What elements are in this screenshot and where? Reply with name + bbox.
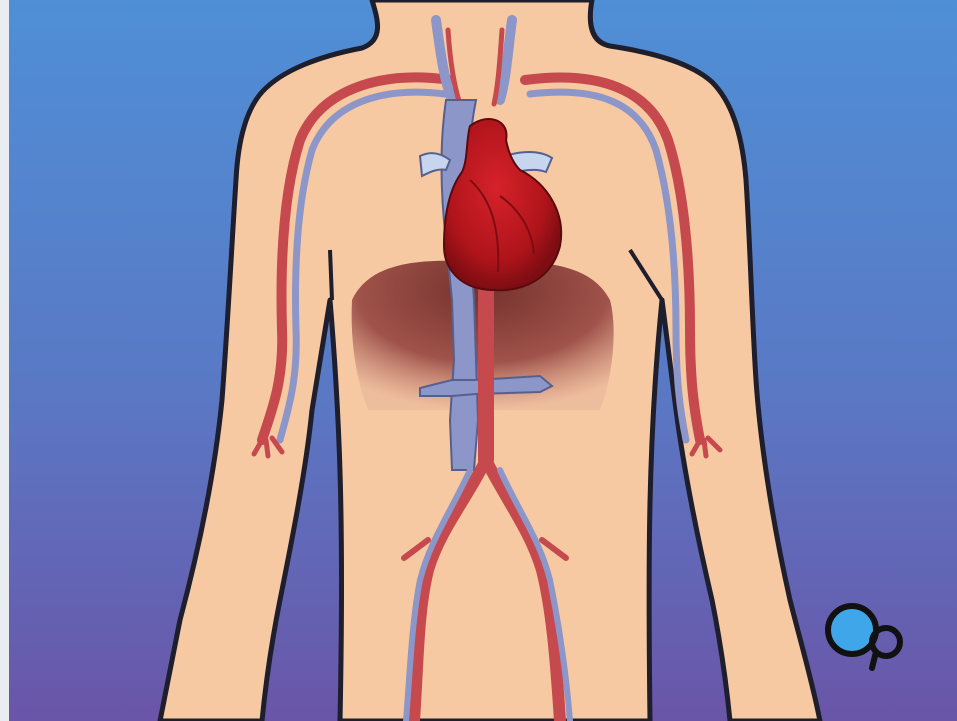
illustration-canvas <box>0 0 957 721</box>
circulatory-illustration <box>0 0 957 721</box>
